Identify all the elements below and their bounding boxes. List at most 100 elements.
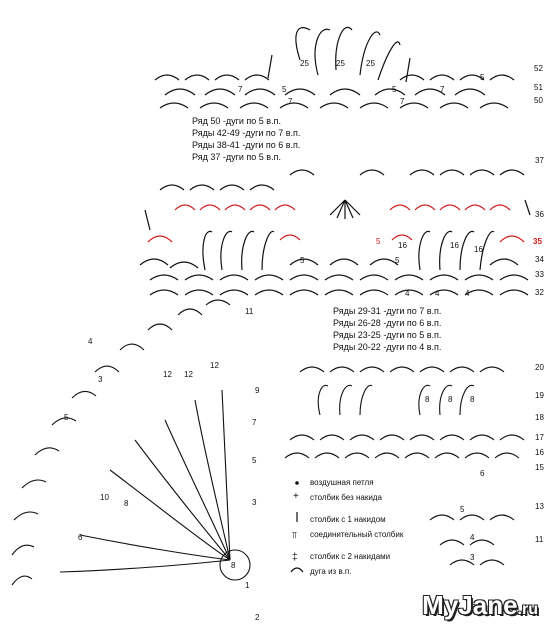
single-crochet-symbol: + (293, 491, 299, 502)
note-line: Ряды 38-41 -дуги по 6 в.п. (192, 140, 301, 150)
double-crochet-stitch (405, 57, 411, 83)
row-number: 32 (535, 288, 544, 297)
row-32-arcs (149, 289, 529, 296)
legend-chain-label: воздушная петля (310, 478, 374, 487)
arc-label: 5 (395, 256, 400, 265)
fan-label: 12 (184, 370, 193, 379)
petal-label: 16 (450, 241, 459, 250)
row-number: 9 (255, 386, 260, 395)
note-line: Ряды 20-22 -дуги по 4 в.п. (333, 342, 442, 352)
fan-spokes (59, 389, 231, 573)
arc-label: 5 (282, 85, 287, 94)
fan-label: 8 (124, 499, 129, 508)
row-number: 36 (535, 210, 544, 219)
row-number-highlighted: 35 (533, 237, 542, 246)
chain-arc-symbol (290, 567, 304, 573)
logo-suffix: .ru (517, 601, 538, 618)
notes-top: Ряд 50 -дуги по 5 в.п. Ряды 42-49 -дуги … (192, 115, 300, 163)
row-number: 7 (252, 418, 257, 427)
legend-single-crochet-label: столбик без накида (310, 493, 382, 502)
petal-label: 8 (470, 395, 475, 404)
row-number: 37 (535, 156, 544, 165)
middle-petals (202, 230, 495, 271)
note-line: Ряд 37 -дуги по 5 в.п. (192, 152, 281, 162)
slip-stitch-symbol: ⫪ (292, 530, 298, 540)
arc-label: 5 (480, 73, 485, 82)
fan-label: 12 (163, 370, 172, 379)
petal-label: 16 (474, 245, 483, 254)
row-36-arcs-red (174, 204, 511, 211)
double-crochet-stitch (144, 209, 151, 231)
row-number: 15 (535, 463, 544, 472)
top-petal-arc (359, 31, 381, 76)
row-number: 5 (252, 456, 257, 465)
petal-label: 16 (398, 241, 407, 250)
petal-label: 25 (336, 59, 345, 68)
row-number: 51 (534, 83, 543, 92)
note-line: Ряды 42-49 -дуги по 7 в.п. (192, 128, 301, 138)
row-33-arcs (149, 274, 529, 281)
arc-label: 5 (300, 256, 305, 265)
center-fan-spokes (329, 199, 361, 219)
row-number: 1 (245, 581, 250, 590)
arc-label: 7 (288, 97, 293, 106)
chain-stitch-symbol (295, 481, 299, 485)
legend-chain-arc-label: дуга из в.п. (310, 567, 352, 576)
fan-label: 12 (210, 361, 219, 370)
row-number: 34 (535, 255, 544, 264)
arc-label: 4 (435, 289, 440, 298)
fan-label: 6 (78, 533, 83, 542)
fan-labels: 11 9 7 5 3 1 2 12 12 12 10 8 8 6 5 4 3 (64, 307, 260, 622)
row-34-arcs (139, 258, 519, 269)
arc-label: 5 (460, 505, 465, 514)
fan-motif (11, 299, 251, 586)
arc-label: 4 (405, 289, 410, 298)
arc-label: 5 (376, 237, 381, 246)
row-37-arcs (159, 169, 525, 191)
note-line: Ряд 50 -дуги по 5 в.п. (192, 116, 281, 126)
notes-middle: Ряды 29-31 -дуги по 7 в.п. Ряды 26-28 -д… (333, 305, 441, 353)
top-labels: 25 25 25 7 5 7 5 7 7 5 52 51 50 (238, 59, 543, 106)
row-35-arcs-red (147, 234, 525, 243)
row-number: 50 (534, 96, 543, 105)
petal-label: 25 (366, 59, 375, 68)
legend-treble-crochet-label: столбик с 2 накидами (310, 552, 391, 561)
row-number: 2 (255, 613, 260, 622)
row-16-arcs (284, 452, 520, 459)
row-13-arcs (429, 514, 515, 566)
petal-label: 8 (425, 395, 430, 404)
fan-label: 3 (98, 375, 103, 384)
row-number: 17 (535, 433, 544, 442)
treble-crochet-symbol: ‡ (292, 552, 298, 563)
fan-label: 5 (64, 413, 69, 422)
right-labels: 20 19 18 17 16 15 13 11 8 8 8 6 5 4 3 (425, 363, 544, 562)
arc-label: 3 (470, 553, 475, 562)
fan-outer-arcs (11, 299, 231, 586)
arc-label: 6 (480, 469, 485, 478)
fan-label: 4 (88, 337, 93, 346)
arc-label: 5 (392, 85, 397, 94)
row-number: 13 (535, 502, 544, 511)
row-50-arcs (159, 102, 509, 109)
row-number: 16 (535, 448, 544, 457)
top-petal-arc (314, 28, 331, 76)
right-petals (317, 384, 475, 416)
fan-label: 8 (231, 561, 236, 570)
double-crochet-stitch (267, 54, 273, 79)
row-number: 52 (534, 64, 543, 73)
legend-double-crochet-label: столбик с 1 накидом (310, 515, 386, 524)
top-petal-arc (377, 41, 401, 81)
row-number: 20 (535, 363, 544, 372)
fan-label: 10 (100, 493, 109, 502)
arc-label: 7 (400, 97, 405, 106)
row-20-arcs (299, 366, 505, 373)
row-number: 18 (535, 413, 544, 422)
row-number: 11 (245, 307, 254, 316)
arc-label: 7 (440, 85, 445, 94)
site-logo: MyJane.ru (422, 590, 538, 621)
arc-label: 7 (238, 85, 243, 94)
row-number: 11 (535, 535, 544, 544)
note-line: Ряды 23-25 -дуги по 5 в.п. (333, 330, 442, 340)
row-number: 3 (252, 498, 257, 507)
